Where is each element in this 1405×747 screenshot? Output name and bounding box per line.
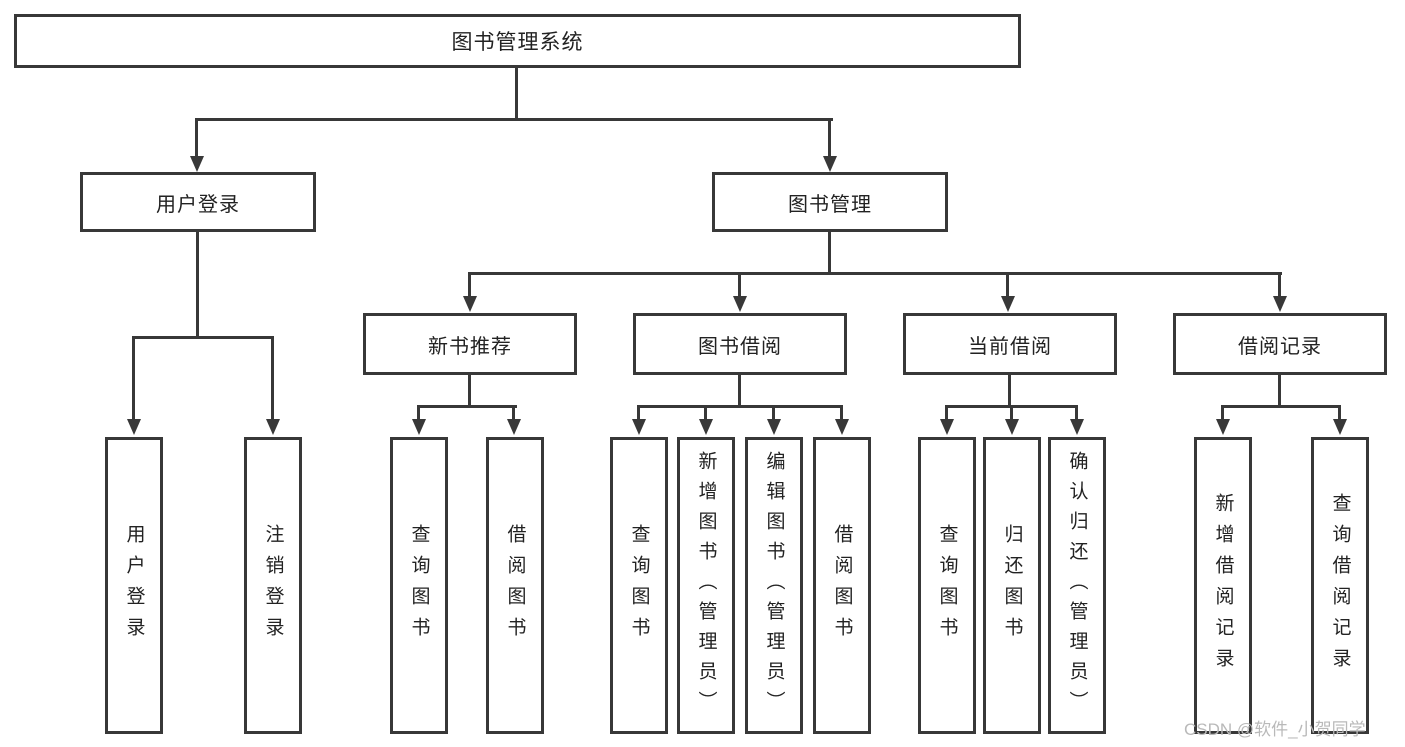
node-user-login-label: 用户登录	[156, 193, 240, 216]
arrow-to-nbr-query-books	[412, 419, 426, 435]
node-leaf-nbr-borrow-books: 借阅图书	[486, 437, 544, 734]
node-leaf-user-login-label: 用户登录	[123, 523, 145, 648]
watermark-text: CSDN @软件_小贺同学	[1184, 720, 1366, 739]
node-root-label: 图书管理系统	[451, 31, 584, 54]
arrow-to-book-borrow	[733, 296, 747, 312]
connector-drop-book-management	[828, 118, 831, 157]
arrow-to-cb-confirm-return	[1070, 419, 1084, 435]
connector-root-branch-line	[195, 118, 833, 121]
connector-drop-book-borrow	[738, 272, 741, 297]
node-leaf-bb-query-books: 查询图书	[610, 437, 668, 734]
arrow-to-current-borrow	[1001, 296, 1015, 312]
connector-drop-new-book-recommend	[468, 272, 471, 297]
connector-current-borrow-stem	[1008, 375, 1011, 408]
node-borrow-records-label: 借阅记录	[1238, 335, 1322, 358]
connector-borrow-records-stem	[1278, 375, 1281, 408]
node-current-borrow: 当前借阅	[903, 313, 1117, 375]
node-leaf-bb-edit-books-admin-label: 编辑图书（管理员）	[763, 450, 785, 721]
node-borrow-records: 借阅记录	[1173, 313, 1387, 375]
connector-book-management-stem	[828, 232, 831, 274]
node-leaf-logout-label: 注销登录	[262, 523, 284, 648]
arrow-to-bb-add-books	[699, 419, 713, 435]
connector-drop-bb-edit-books	[772, 405, 775, 420]
arrow-to-bb-query-books	[632, 419, 646, 435]
node-leaf-cb-return-books-label: 归还图书	[1001, 523, 1023, 648]
node-current-borrow-label: 当前借阅	[968, 335, 1052, 358]
arrow-to-book-management	[823, 156, 837, 172]
connector-drop-bb-borrow-books	[840, 405, 843, 420]
connector-drop-nbr-borrow-books	[512, 405, 515, 420]
connector-drop-cb-confirm-return	[1075, 405, 1078, 420]
connector-drop-leaf-user-login	[132, 336, 135, 420]
connector-borrow-records-branch-line	[1221, 405, 1341, 408]
node-book-borrow-label: 图书借阅	[698, 335, 782, 358]
node-leaf-user-login: 用户登录	[105, 437, 163, 734]
node-leaf-bb-edit-books-admin: 编辑图书（管理员）	[745, 437, 803, 734]
connector-drop-current-borrow	[1006, 272, 1009, 297]
node-root-library-management-system: 图书管理系统	[14, 14, 1021, 68]
arrow-to-cb-return-books	[1005, 419, 1019, 435]
connector-drop-nbr-query-books	[417, 405, 420, 420]
node-leaf-cb-query-books-label: 查询图书	[936, 523, 958, 648]
arrow-to-user-login	[190, 156, 204, 172]
connector-drop-bb-add-books	[704, 405, 707, 420]
connector-drop-leaf-logout	[271, 336, 274, 420]
connector-new-book-recommend-stem	[468, 375, 471, 408]
node-leaf-br-query-borrow-record-label: 查询借阅记录	[1329, 492, 1351, 679]
node-leaf-nbr-borrow-books-label: 借阅图书	[504, 523, 526, 648]
node-leaf-bb-query-books-label: 查询图书	[628, 523, 650, 648]
connector-book-borrow-branch-line	[637, 405, 843, 408]
connector-book-management-branch-line	[468, 272, 1282, 275]
node-leaf-nbr-query-books: 查询图书	[390, 437, 448, 734]
node-leaf-bb-borrow-books-label: 借阅图书	[831, 523, 853, 648]
node-new-book-recommend: 新书推荐	[363, 313, 577, 375]
node-leaf-nbr-query-books-label: 查询图书	[408, 523, 430, 648]
connector-drop-cb-return-books	[1010, 405, 1013, 420]
connector-root-stem	[515, 68, 518, 121]
connector-drop-borrow-records	[1278, 272, 1281, 297]
node-leaf-cb-query-books: 查询图书	[918, 437, 976, 734]
node-book-management: 图书管理	[712, 172, 948, 232]
arrow-to-leaf-user-login	[127, 419, 141, 435]
node-leaf-br-add-borrow-record-label: 新增借阅记录	[1212, 492, 1234, 679]
node-leaf-cb-return-books: 归还图书	[983, 437, 1041, 734]
arrow-to-borrow-records	[1273, 296, 1287, 312]
node-user-login: 用户登录	[80, 172, 316, 232]
connector-user-login-branch-line	[132, 336, 274, 339]
arrow-to-leaf-logout	[266, 419, 280, 435]
node-leaf-logout: 注销登录	[244, 437, 302, 734]
arrow-to-nbr-borrow-books	[507, 419, 521, 435]
node-leaf-bb-add-books-admin: 新增图书（管理员）	[677, 437, 735, 734]
connector-book-borrow-stem	[738, 375, 741, 408]
connector-user-login-stem	[196, 232, 199, 338]
connector-drop-user-login	[195, 118, 198, 157]
connector-drop-br-query-record	[1338, 405, 1341, 420]
node-leaf-br-add-borrow-record: 新增借阅记录	[1194, 437, 1252, 734]
arrow-to-br-query-record	[1333, 419, 1347, 435]
node-leaf-cb-confirm-return-admin-label: 确认归还（管理员）	[1066, 450, 1088, 721]
node-book-management-label: 图书管理	[788, 193, 872, 216]
arrow-to-cb-query-books	[940, 419, 954, 435]
node-book-borrow: 图书借阅	[633, 313, 847, 375]
arrow-to-new-book-recommend	[463, 296, 477, 312]
arrow-to-bb-borrow-books	[835, 419, 849, 435]
connector-drop-br-add-record	[1221, 405, 1224, 420]
arrow-to-bb-edit-books	[767, 419, 781, 435]
connector-new-book-recommend-branch-line	[417, 405, 517, 408]
node-leaf-bb-borrow-books: 借阅图书	[813, 437, 871, 734]
node-leaf-cb-confirm-return-admin: 确认归还（管理员）	[1048, 437, 1106, 734]
arrow-to-br-add-record	[1216, 419, 1230, 435]
node-new-book-recommend-label: 新书推荐	[428, 335, 512, 358]
node-leaf-bb-add-books-admin-label: 新增图书（管理员）	[695, 450, 717, 721]
connector-drop-cb-query-books	[945, 405, 948, 420]
node-leaf-br-query-borrow-record: 查询借阅记录	[1311, 437, 1369, 734]
connector-drop-bb-query-books	[637, 405, 640, 420]
